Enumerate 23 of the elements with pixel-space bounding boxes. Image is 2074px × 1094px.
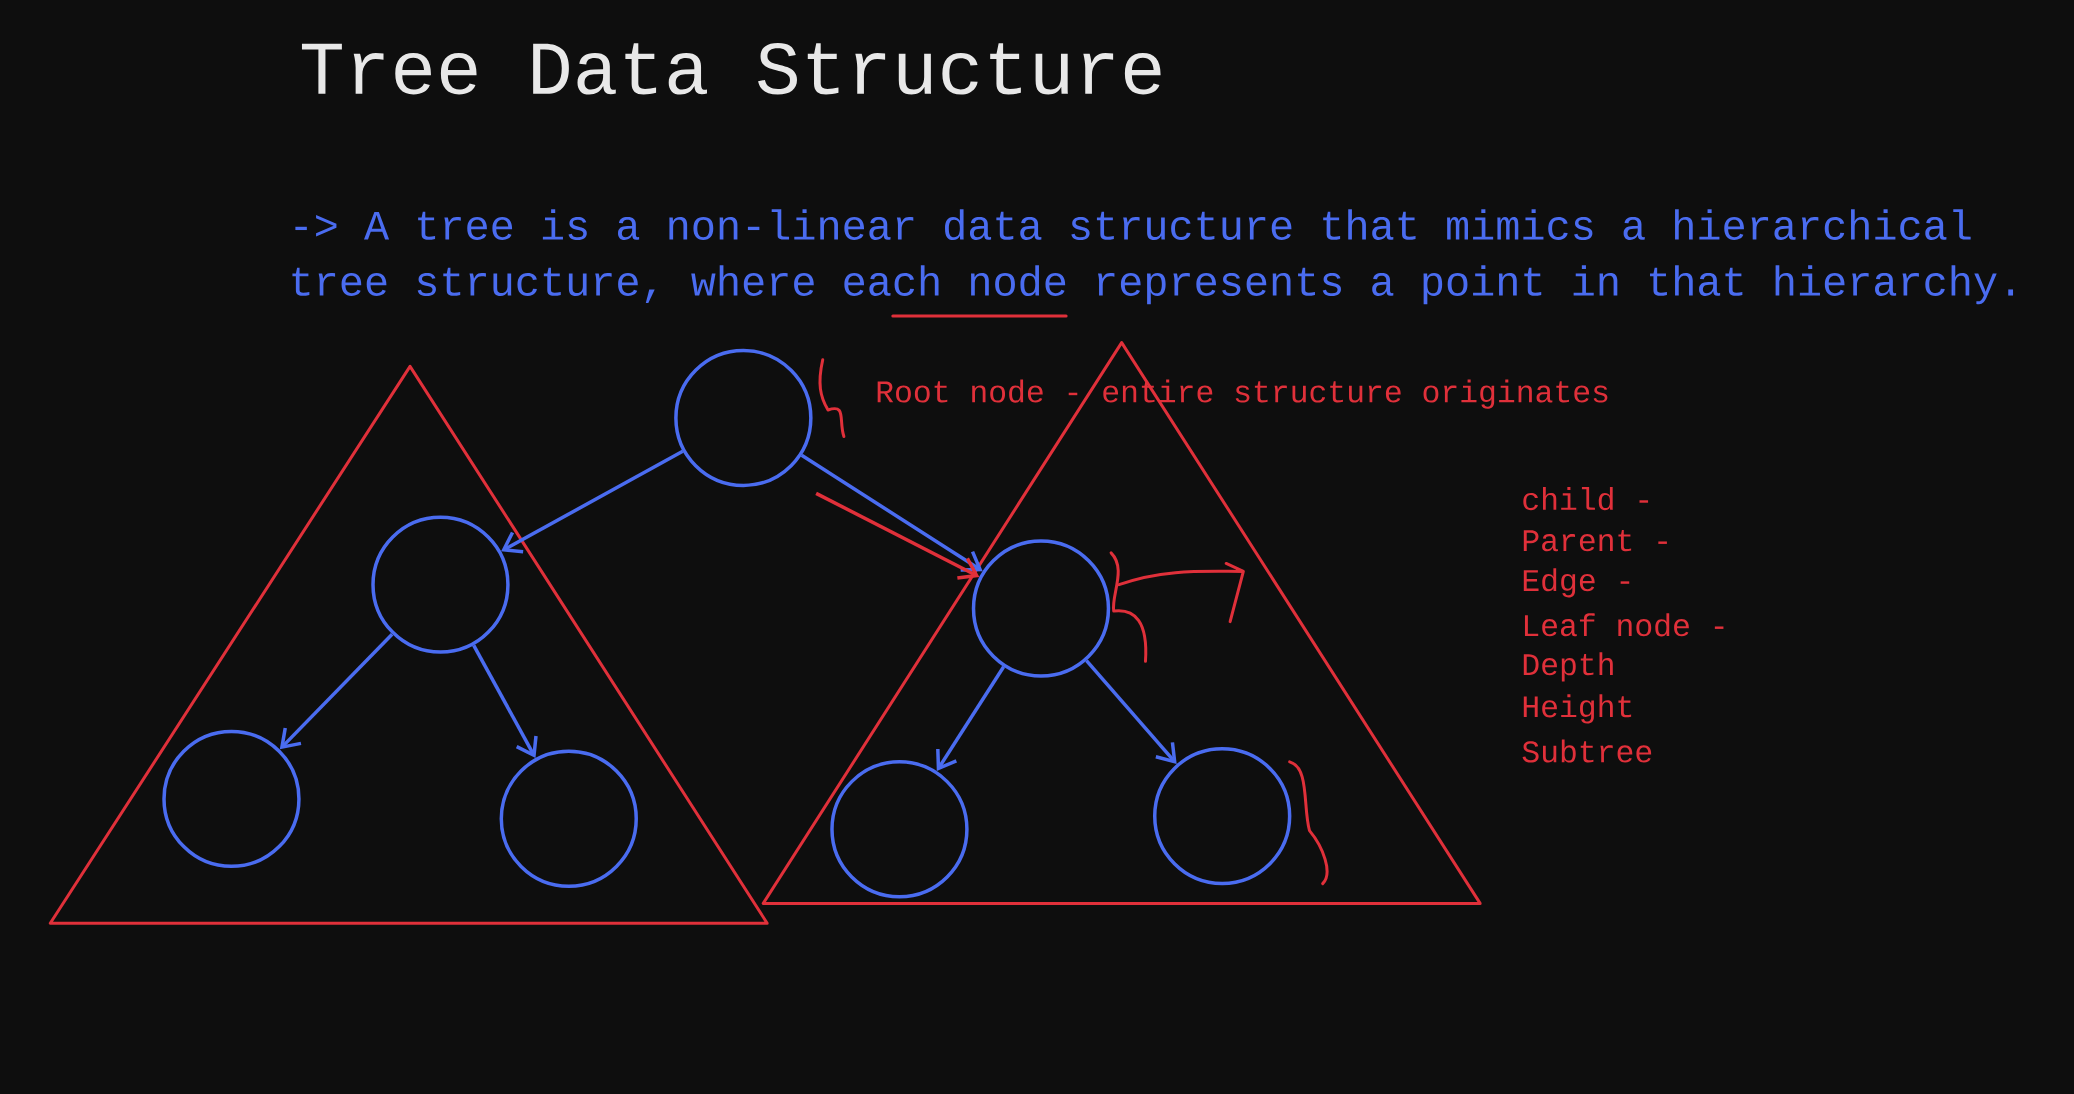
tree-node-circle: [162, 729, 301, 869]
arrow: [279, 632, 394, 750]
tree-node-circle: [371, 515, 510, 654]
tree-node-circle: [674, 348, 813, 488]
term-label: Parent -: [1523, 530, 1667, 552]
tree-node-circle: [499, 749, 638, 888]
arrow: [472, 644, 538, 759]
term-label: Leaf node -: [1524, 613, 1724, 637]
term-label: Height: [1523, 694, 1632, 724]
term-label: child -: [1523, 487, 1649, 511]
arrow: [936, 665, 1006, 772]
tree-node-circle: [1153, 746, 1292, 886]
arrow: [1085, 659, 1177, 764]
term-label: Depth: [1523, 652, 1613, 682]
title: Tree Data Structure: [301, 42, 1161, 95]
arrow: [815, 491, 980, 580]
arrow: [800, 453, 983, 572]
term-label: Subtree: [1522, 739, 1652, 763]
term-label: Edge -: [1523, 568, 1630, 598]
tree-node-circle: [830, 760, 969, 899]
tree-node-circle: [971, 539, 1111, 678]
description-text: -> A tree is a non-linear data structure that mimics a hierarchical tree structure, where each node represents a point in that hierarchy.: [292, 209, 2014, 305]
arrow: [501, 449, 684, 554]
